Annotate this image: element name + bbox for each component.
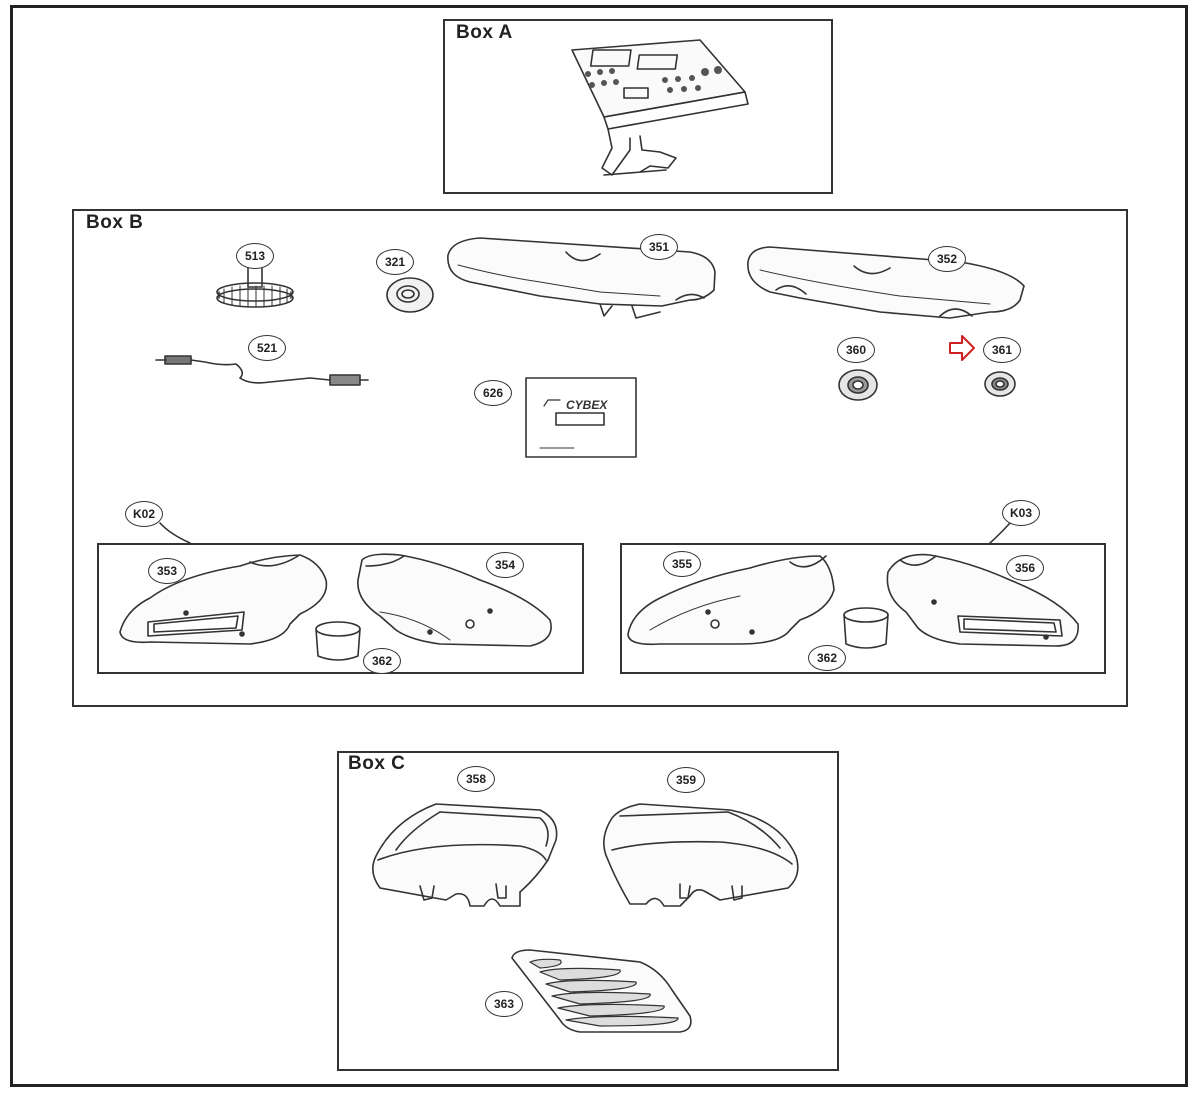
bearing-360-drawing — [838, 369, 878, 401]
callout-362-right: 362 — [808, 645, 846, 671]
callout-353: 353 — [148, 558, 186, 584]
callout-521: 521 — [248, 335, 286, 361]
manual-626-drawing — [525, 377, 637, 458]
callout-351: 351 — [640, 234, 678, 260]
shroud-358-drawing — [372, 803, 558, 907]
box-b-title: Box B — [86, 212, 144, 233]
box-b — [72, 209, 1128, 707]
callout-354: 354 — [486, 552, 524, 578]
cover-355-drawing — [627, 555, 835, 646]
cover-354-drawing — [357, 553, 552, 647]
footpad-363-drawing — [511, 949, 692, 1033]
box-c-title: Box C — [348, 753, 406, 774]
kit-k03-box — [620, 543, 1106, 674]
callout-358: 358 — [457, 766, 495, 792]
callout-k02: K02 — [125, 501, 163, 527]
callout-513: 513 — [236, 243, 274, 269]
callout-363: 363 — [485, 991, 523, 1017]
bearing-321-drawing — [386, 277, 434, 313]
shroud-359-drawing — [603, 803, 799, 907]
box-c — [337, 751, 839, 1071]
callout-k03: K03 — [1002, 500, 1040, 526]
callout-355: 355 — [663, 551, 701, 577]
callout-359: 359 — [667, 767, 705, 793]
cap-362-left-drawing — [315, 621, 361, 661]
callout-360: 360 — [837, 337, 875, 363]
console-drawing — [571, 39, 749, 176]
cover-356-drawing — [886, 553, 1079, 647]
callout-362-left: 362 — [363, 648, 401, 674]
callout-352: 352 — [928, 246, 966, 272]
cable-521-drawing — [155, 355, 369, 386]
kit-k02-box — [97, 543, 584, 674]
callout-361: 361 — [983, 337, 1021, 363]
callout-356: 356 — [1006, 555, 1044, 581]
shroud-352-drawing — [747, 246, 1025, 319]
cap-362-right-drawing — [843, 607, 889, 649]
box-a — [443, 19, 833, 194]
cover-353-drawing — [119, 554, 328, 645]
diagram-frame — [10, 5, 1188, 1087]
bearing-361-drawing — [984, 371, 1016, 397]
gear-513-drawing — [216, 266, 294, 308]
manual-logo-text: CYBEX — [566, 398, 608, 412]
callout-321: 321 — [376, 249, 414, 275]
highlight-arrow-icon — [949, 335, 975, 361]
callout-626: 626 — [474, 380, 512, 406]
box-a-title: Box A — [456, 22, 513, 43]
